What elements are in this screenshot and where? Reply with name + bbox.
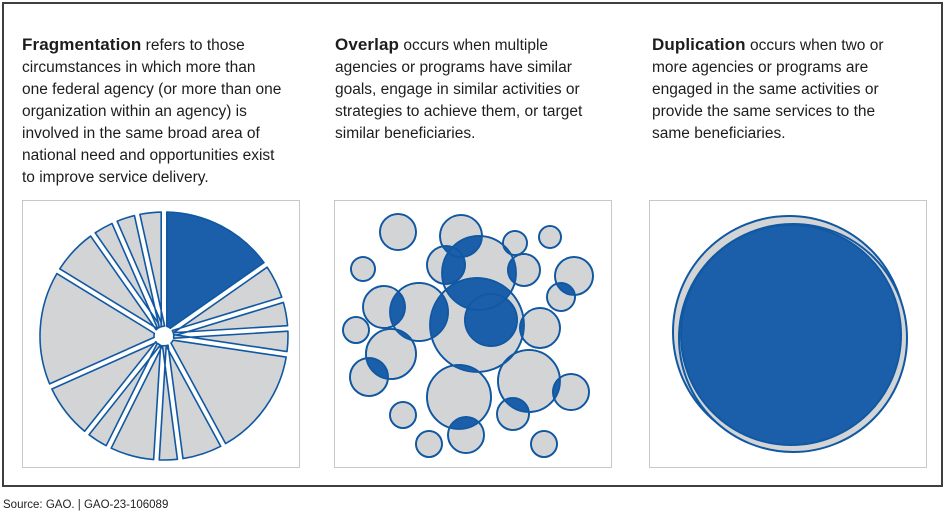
term-fragmentation: Fragmentation [22,34,142,54]
fragmentation-pie-chart [39,211,289,461]
fragmentation-illustration [22,200,300,468]
definition-duplication: Duplication occurs when two or more agen… [652,34,902,145]
duplication-illustration [649,200,927,468]
source-caption: Source: GAO. | GAO-23-106089 [3,499,169,511]
definition-overlap: Overlap occurs when multiple agencies or… [335,34,595,145]
definition-fragmentation: Fragmentation refers to those circumstan… [22,34,284,189]
term-overlap: Overlap [335,34,400,54]
definition-overlap-text: occurs when multiple agencies or program… [335,36,583,142]
overlap-bubbles-chart [342,213,594,458]
definition-fragmentation-text: refers to those circumstances in which m… [22,36,282,186]
overlap-illustration [334,200,612,468]
term-duplication: Duplication [652,34,746,54]
duplication-circles-chart [672,215,908,453]
definition-duplication-text: occurs when two or more agencies or prog… [652,36,884,142]
